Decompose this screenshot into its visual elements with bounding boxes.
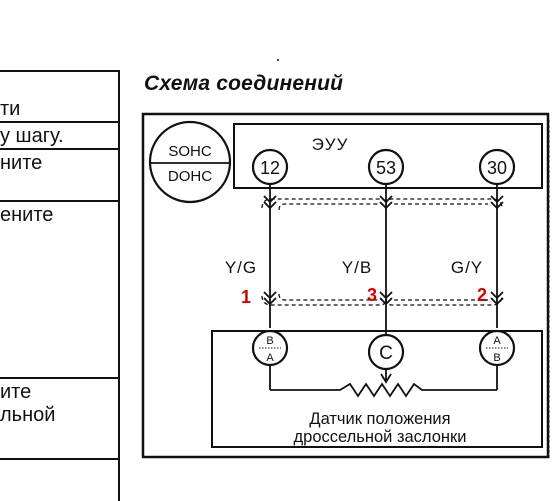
pin-letter: A bbox=[266, 352, 274, 364]
engine-badge: SOHC DOHC bbox=[148, 120, 232, 204]
ecu-label: ЭУУ bbox=[312, 135, 349, 154]
table-cell-text: ените bbox=[0, 204, 54, 226]
table-cell-text: ите bbox=[0, 381, 32, 403]
pin-letter: B bbox=[493, 352, 500, 364]
table-rule bbox=[0, 121, 118, 123]
pin-number: 1 bbox=[241, 287, 251, 307]
sensor-pin: B A bbox=[251, 329, 289, 367]
table-rule bbox=[0, 200, 118, 202]
ecu-box bbox=[233, 123, 543, 189]
scan-speck bbox=[277, 59, 279, 61]
table-rule bbox=[0, 70, 118, 72]
shield-lines bbox=[261, 198, 503, 306]
terminal-number: 12 bbox=[260, 158, 280, 178]
pin-number: 3 bbox=[367, 285, 377, 305]
wire-color-label: Y/G bbox=[225, 258, 257, 277]
terminal-number: 53 bbox=[376, 158, 396, 178]
table-rule bbox=[0, 377, 118, 379]
ecu-terminal: 30 bbox=[478, 148, 516, 186]
ecu-terminal: 53 bbox=[367, 148, 405, 186]
table-rule bbox=[0, 458, 118, 460]
table-cell-text: ните bbox=[0, 152, 43, 174]
diagram-frame bbox=[141, 112, 550, 459]
pin-letter: C bbox=[379, 343, 393, 364]
wire-color-label: Y/B bbox=[342, 258, 372, 277]
sensor-pin: A B bbox=[478, 329, 516, 367]
table-cell-text: ти bbox=[0, 98, 21, 120]
pin-letter: A bbox=[493, 335, 501, 347]
sensor-pin: C bbox=[367, 333, 405, 371]
potentiometer bbox=[269, 365, 498, 398]
badge-sohc: SOHC bbox=[168, 143, 212, 160]
wire-color-label: G/Y bbox=[451, 258, 483, 277]
sensor-name: дроссельной заслонки bbox=[294, 428, 467, 446]
sensor-name: Датчик положения bbox=[309, 410, 450, 428]
sensor-box bbox=[211, 330, 543, 448]
badge-dohc: DOHC bbox=[168, 168, 212, 185]
table-cell-text: льной bbox=[0, 404, 56, 426]
pin-letter: B bbox=[266, 335, 273, 347]
terminal-number: 30 bbox=[487, 158, 507, 178]
diagram-title: Схема соединений bbox=[144, 72, 344, 95]
table-border bbox=[118, 70, 120, 501]
table-rule bbox=[0, 148, 118, 150]
ecu-terminal: 12 bbox=[251, 148, 289, 186]
table-cell-text: у шагу. bbox=[0, 125, 64, 147]
left-table-fragment: ти у шагу. ните ените ите льной bbox=[0, 0, 120, 501]
pin-number: 2 bbox=[477, 285, 487, 305]
